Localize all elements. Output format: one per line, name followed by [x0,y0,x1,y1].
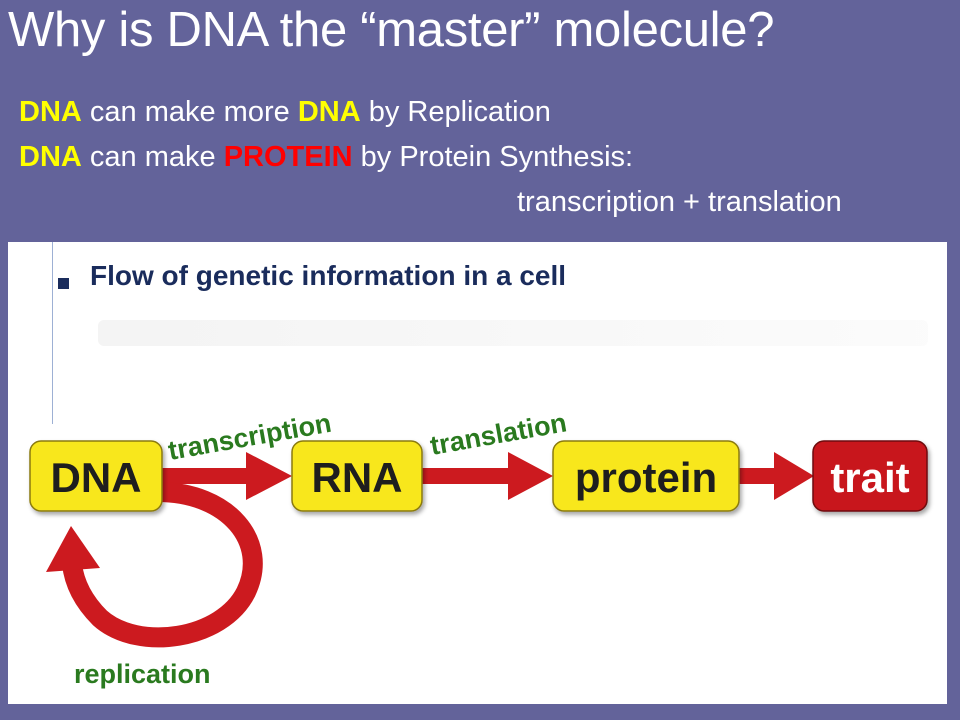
slide-title: Why is DNA the “master” molecule? [8,3,775,57]
bullet-subline: transcription + translation [517,186,842,218]
label-translation: translation [428,407,569,461]
panel-heading: Flow of genetic information in a cell [90,260,567,291]
arrow-to-trait [738,452,814,500]
keyword-dna: DNA [297,96,361,128]
keyword-dna: DNA [19,96,82,128]
bullet-replication: DNA can make more DNA by Replication [19,90,842,135]
bullet-text: by Replication [360,96,551,128]
node-dna-label: DNA [51,454,142,501]
node-rna-label: RNA [312,454,403,501]
diagram-panel: Flow of genetic information in a cell [8,242,947,704]
bullet-protein-synthesis: DNA can make PROTEIN by Protein Synthesi… [19,135,842,180]
arrow-transcription [160,452,292,500]
keyword-protein: PROTEIN [223,141,353,173]
faded-text-line [98,320,928,346]
node-protein [552,440,740,512]
label-replication: replication [74,659,211,689]
node-trait [812,440,928,512]
node-protein-label: protein [575,454,717,501]
square-bullet-icon [58,278,69,289]
bullet-text: can make more [81,96,298,128]
keyword-dna: DNA [19,141,82,173]
node-trait-label: trait [830,454,909,501]
bullet-list: DNA can make more DNA by Replication DNA… [19,90,842,225]
flow-diagram: DNA RNA protein trait transcription tran… [29,407,928,689]
node-rna [291,440,423,512]
arrow-translation [422,452,553,500]
bullet-text: by Protein Synthesis: [352,141,634,173]
bullet-text: can make [81,141,224,173]
arrow-replication-loop [46,482,263,648]
node-dna [29,440,163,512]
divider-line [52,242,53,424]
